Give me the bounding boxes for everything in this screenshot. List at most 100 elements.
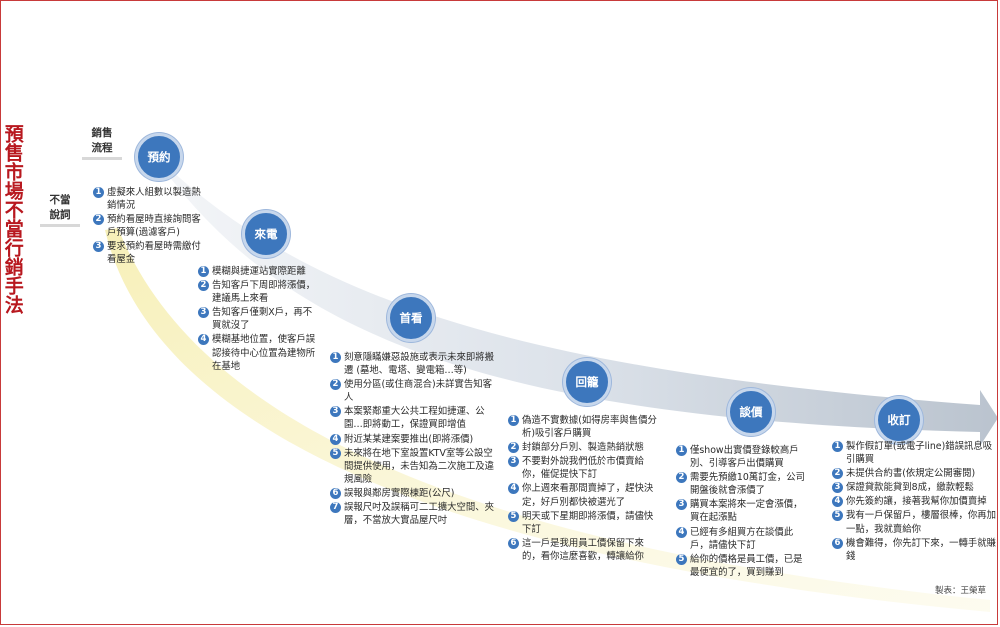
item-number-badge: 2 — [198, 280, 209, 292]
stage-call: 來電 — [242, 210, 290, 258]
item-number-badge: 5 — [508, 510, 519, 522]
list-item-text: 製作假訂單(或電子line)錯誤訊息吸引購買 — [846, 441, 993, 466]
item-number-badge: 4 — [508, 483, 519, 495]
page-title: 預售市場不當行銷手法 — [1, 124, 24, 314]
list-item-text: 附近某某建案要推出(即將漲價) — [344, 433, 474, 445]
list-item-text: 虛擬來人組數以製造熱銷情況 — [107, 187, 201, 212]
list-item-text: 告知客戶僅剩X戶，再不買就沒了 — [212, 307, 313, 332]
list-item-text: 告知客戶下周即將漲價，建議馬上來看 — [212, 280, 316, 305]
list-item-text: 這一戶是我用員工價保留下來的，看你這麼喜歡，轉讓給你 — [522, 537, 644, 562]
stage-first-visit-label: 首看 — [399, 311, 423, 325]
item-number-badge: 6 — [330, 487, 341, 499]
list-item-text: 給你的價格是員工價，已是最便宜的了，買到賺到 — [690, 553, 803, 578]
item-number-badge: 1 — [93, 187, 104, 198]
item-number-badge: 3 — [93, 241, 104, 253]
list-item-text: 你上週來看那間賣掉了，趕快決定，好戶別都快被選光了 — [522, 483, 654, 508]
item-number-badge: 3 — [508, 456, 519, 468]
item-number-badge: 2 — [832, 468, 843, 480]
improper-talk-label: 不當 說詞 — [40, 193, 80, 227]
item-number-badge: 1 — [198, 266, 209, 277]
item-number-badge: 2 — [508, 442, 519, 454]
item-number-badge: 2 — [93, 214, 104, 226]
item-number-badge: 6 — [832, 537, 843, 549]
item-number-badge: 2 — [676, 472, 687, 484]
list-item-text: 未提供合約書(依規定公開審閱) — [846, 468, 976, 480]
list-item-text: 本案緊鄰重大公共工程如捷運、公園…即將動工，保證買即增值 — [344, 406, 485, 431]
list-item-text: 偽造不實數據(如得房率與售價分析)吸引客戶購買 — [522, 415, 657, 440]
item-number-badge: 2 — [330, 379, 341, 391]
stage-price-talk: 談價 — [727, 388, 775, 436]
sales-flow-line1: 銷售 — [91, 127, 113, 139]
list-item-text: 明天或下星期即將漲價，請儘快下訂 — [522, 510, 654, 535]
item-number-badge: 1 — [676, 445, 687, 456]
improper-talk-line2: 說詞 — [49, 209, 71, 221]
item-number-badge: 5 — [832, 510, 843, 522]
list-item-text: 我有一戶保留戶，樓層很棒，你再加一點，我就賣給你 — [846, 510, 997, 535]
stage-deposit: 收訂 — [875, 396, 923, 444]
list-item-text: 模糊基地位置，使客戶誤認接待中心位置為建物所在基地 — [212, 334, 316, 372]
item-number-badge: 6 — [508, 537, 519, 549]
stage-first-visit: 首看 — [387, 294, 435, 342]
credit-note: 製表：王榮草 — [935, 586, 987, 596]
yellow-glow-curve — [105, 228, 990, 612]
stage-return-visit: 回籠 — [563, 358, 611, 406]
stage-price-talk-label: 談價 — [739, 405, 763, 419]
list-item-text: 要求預約看屋時需繳付看屋金 — [107, 241, 201, 266]
list-item-text: 你先簽約讓，接著我幫你加價賣掉 — [846, 496, 987, 508]
list-item-text: 使用分區(或住商混合)未詳實告知客人 — [344, 379, 492, 404]
list-item-text: 誤報與鄰房實際棟距(公尺) — [344, 487, 455, 499]
list-item-text: 保證貸款能貸到8成，繳款輕鬆 — [846, 482, 974, 494]
stage-reservation-label: 預約 — [147, 150, 171, 164]
item-number-badge: 3 — [330, 406, 341, 418]
item-number-badge: 3 — [198, 307, 209, 319]
list-item-text: 刻意隱瞞嫌惡設施或表示未來即將搬遷 (墓地、電塔、變電箱…等) — [344, 352, 495, 377]
list-item-text: 需要先預繳10萬訂金，公司開盤後就會漲價了 — [690, 472, 806, 497]
list-item-text: 誤報尺吋及誤稱可二工擴大空間、夾層，不當放大實品屋尺吋 — [344, 502, 495, 527]
item-number-badge: 7 — [330, 502, 341, 514]
list-item-text: 未來將在地下室設置KTV室等公設空間提供使用，未告知為二次施工及違規風險 — [344, 447, 495, 485]
item-number-badge: 4 — [330, 433, 341, 445]
item-number-badge: 1 — [508, 415, 519, 426]
stage-return-visit-label: 回籠 — [575, 375, 599, 389]
item-number-badge: 4 — [198, 334, 209, 346]
item-number-badge: 3 — [832, 482, 843, 494]
list-item-text: 僅show出實價登錄較高戶別、引導客戶出價購買 — [690, 445, 799, 470]
list-item-text: 不要對外說我們低於市價賣給你，催促提快下訂 — [522, 456, 644, 481]
item-number-badge: 5 — [330, 447, 341, 459]
sales-flow-label: 銷售 流程 — [82, 126, 122, 160]
list-item-text: 已經有多組買方在談價此戶，請儘快下訂 — [690, 526, 794, 551]
sales-flow-line2: 流程 — [91, 142, 113, 154]
page-title-text: 預售市場不當行銷手法 — [1, 124, 24, 314]
improper-talk-line1: 不當 — [49, 194, 71, 206]
